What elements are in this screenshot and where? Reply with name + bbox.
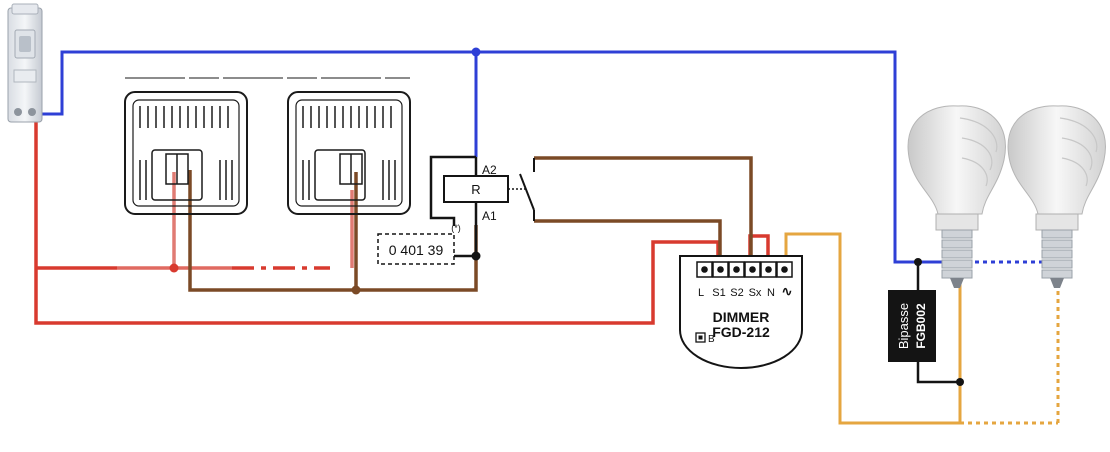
bypass-junction-top xyxy=(914,258,922,266)
relay-coil-box xyxy=(443,175,509,203)
lamp-2-base xyxy=(1041,229,1073,279)
bypass-module xyxy=(888,290,936,362)
dimmer-terminal-output: ∿ xyxy=(781,283,793,299)
relay-note-mark: (*) xyxy=(451,223,461,233)
dimmer-module xyxy=(679,255,803,369)
relay-contact-top-wire xyxy=(534,156,753,262)
lamp-2 xyxy=(1007,105,1106,288)
relay xyxy=(377,155,535,265)
dimmer-terminal-L: L xyxy=(698,287,704,299)
relay-coil-black-wire xyxy=(429,155,476,226)
dimmer-terminal-Sx: Sx xyxy=(749,287,762,299)
switch-mechanism-2 xyxy=(287,91,411,215)
dimmer-title: DIMMER xyxy=(713,309,770,325)
phase-junction xyxy=(169,263,179,273)
circuit-breaker xyxy=(7,3,43,123)
dimmer-terminal-N: N xyxy=(767,287,775,299)
relay-letter: R xyxy=(471,182,480,197)
lamp-1-base xyxy=(941,229,973,279)
dimmer-terminal-block xyxy=(696,261,793,278)
bypass-model: FGB002 xyxy=(914,303,928,349)
return-bus xyxy=(188,170,478,292)
breaker-screw-left xyxy=(14,108,22,116)
bypass-wires xyxy=(916,262,960,384)
dimmed-wires xyxy=(784,232,1060,425)
dimmer-button-label: B xyxy=(708,334,715,345)
phase-main-wire xyxy=(34,120,720,325)
neutral-junction xyxy=(471,47,481,57)
return-junction xyxy=(351,285,361,295)
relay-contact-bottom-wire xyxy=(534,219,722,262)
bypass-word: Bipasse xyxy=(896,303,911,349)
dimmed-output-wire xyxy=(784,232,962,425)
dimmer-terminal-S1: S1 xyxy=(712,287,725,299)
relay-terminal-a2: A2 xyxy=(482,163,497,177)
switch-mechanism-1 xyxy=(124,77,410,215)
breaker-screw-right xyxy=(28,108,36,116)
dimmer-model: FGD-212 xyxy=(712,324,770,340)
relay-module-box xyxy=(377,233,455,265)
dimmer-terminal-S2: S2 xyxy=(730,287,743,299)
relay-terminal-a1: A1 xyxy=(482,209,497,223)
relay-module-ref: 0 401 39 xyxy=(389,242,444,258)
bypass-junction-bottom xyxy=(956,378,964,386)
relay-contact-blade xyxy=(519,173,535,211)
lamp-1 xyxy=(907,105,1006,288)
